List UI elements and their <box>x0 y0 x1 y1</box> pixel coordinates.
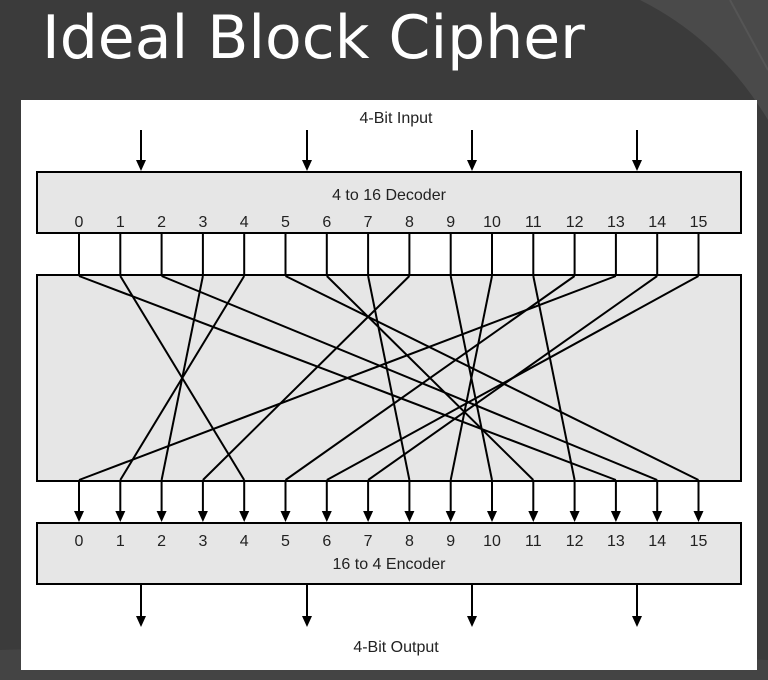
decoder-index-0: 0 <box>75 214 84 231</box>
decoder-index-5: 5 <box>281 214 290 231</box>
input-bit-arrow-0 <box>136 130 146 171</box>
encoder-input-arrow-10 <box>487 481 497 522</box>
encoder-input-arrow-15 <box>693 481 704 522</box>
encoder-index-8: 8 <box>405 533 414 550</box>
encoder-input-arrow-5 <box>280 481 291 522</box>
encoder-index-9: 9 <box>446 533 455 550</box>
decoder-index-6: 6 <box>322 214 331 231</box>
encoder-index-11: 11 <box>525 533 542 550</box>
encoder-input-arrow-13 <box>610 481 621 522</box>
permutation-line-5-to-15 <box>285 275 699 481</box>
encoder-index-6: 6 <box>322 533 331 550</box>
encoder-input-arrow-7 <box>363 481 374 522</box>
output-arrows <box>136 585 642 627</box>
encoder-input-arrow-14 <box>652 481 663 522</box>
encoder-index-10: 10 <box>483 533 501 550</box>
encoder-input-arrow-0 <box>74 481 84 522</box>
output-bit-arrow-3 <box>632 585 642 627</box>
encoder-index-0: 0 <box>75 533 84 550</box>
output-bit-arrow-1 <box>302 585 312 627</box>
encoder-input-arrow-11 <box>528 481 539 522</box>
decoder-index-4: 4 <box>240 214 249 231</box>
encoder-index-12: 12 <box>566 533 584 550</box>
decoder-index-12: 12 <box>566 214 584 231</box>
input-label: 4-Bit Input <box>360 110 433 127</box>
encoder-input-arrow-9 <box>445 481 456 522</box>
encoder-index-13: 13 <box>607 533 625 550</box>
output-bit-arrow-0 <box>136 585 146 627</box>
encoder-input-arrow-4 <box>239 481 250 522</box>
decoder-index-3: 3 <box>198 214 207 231</box>
permutation-line-10-to-9 <box>449 275 493 481</box>
decoder-index-2: 2 <box>157 214 166 231</box>
permutation-line-13-to-0 <box>78 275 617 481</box>
decoder-index-8: 8 <box>405 214 414 231</box>
input-bit-arrow-2 <box>467 130 477 171</box>
encoder-input-arrows <box>74 481 704 522</box>
encoder-input-arrow-2 <box>156 481 167 522</box>
input-bit-arrow-1 <box>302 130 312 171</box>
encoder-input-arrow-12 <box>569 481 580 522</box>
permutation-line-11-to-12 <box>532 275 576 481</box>
encoder-input-arrow-3 <box>197 481 208 522</box>
decoder-index-15: 15 <box>690 214 708 231</box>
permutation-line-4-to-1 <box>119 275 246 481</box>
encoder-input-arrow-1 <box>115 481 126 522</box>
decoder-index-1: 1 <box>116 214 125 231</box>
decoder-output-wires <box>78 233 700 275</box>
permutation-line-15-to-6 <box>326 275 699 481</box>
slide-title: Ideal Block Cipher <box>42 3 585 73</box>
decoder-box <box>36 171 742 234</box>
encoder-index-2: 2 <box>157 533 166 550</box>
encoder-box <box>36 522 742 585</box>
encoder-input-arrow-6 <box>321 481 332 522</box>
decoder-label: 4 to 16 Decoder <box>332 187 447 204</box>
decoder-index-14: 14 <box>648 214 666 231</box>
encoder-index-15: 15 <box>690 533 708 550</box>
decoder-index-9: 9 <box>446 214 455 231</box>
output-bit-arrow-2 <box>467 585 477 627</box>
encoder-index-1: 1 <box>116 533 125 550</box>
encoder-index-3: 3 <box>198 533 207 550</box>
decoder-index-7: 7 <box>364 214 373 231</box>
permutation-lines <box>78 275 699 481</box>
output-label: 4-Bit Output <box>353 639 439 656</box>
permutation-line-2-to-14 <box>161 275 658 481</box>
encoder-index-5: 5 <box>281 533 290 550</box>
decoder-index-11: 11 <box>525 214 542 231</box>
encoder-index-14: 14 <box>648 533 666 550</box>
encoder-index-4: 4 <box>240 533 249 550</box>
input-bit-arrow-3 <box>632 130 642 171</box>
encoder-label: 16 to 4 Encoder <box>333 556 447 573</box>
permutation-line-8-to-3 <box>202 275 411 481</box>
input-arrows <box>136 130 642 171</box>
decoder-index-10: 10 <box>483 214 501 231</box>
decoder-index-13: 13 <box>607 214 625 231</box>
encoder-index-7: 7 <box>364 533 373 550</box>
encoder-input-arrow-8 <box>404 481 415 522</box>
